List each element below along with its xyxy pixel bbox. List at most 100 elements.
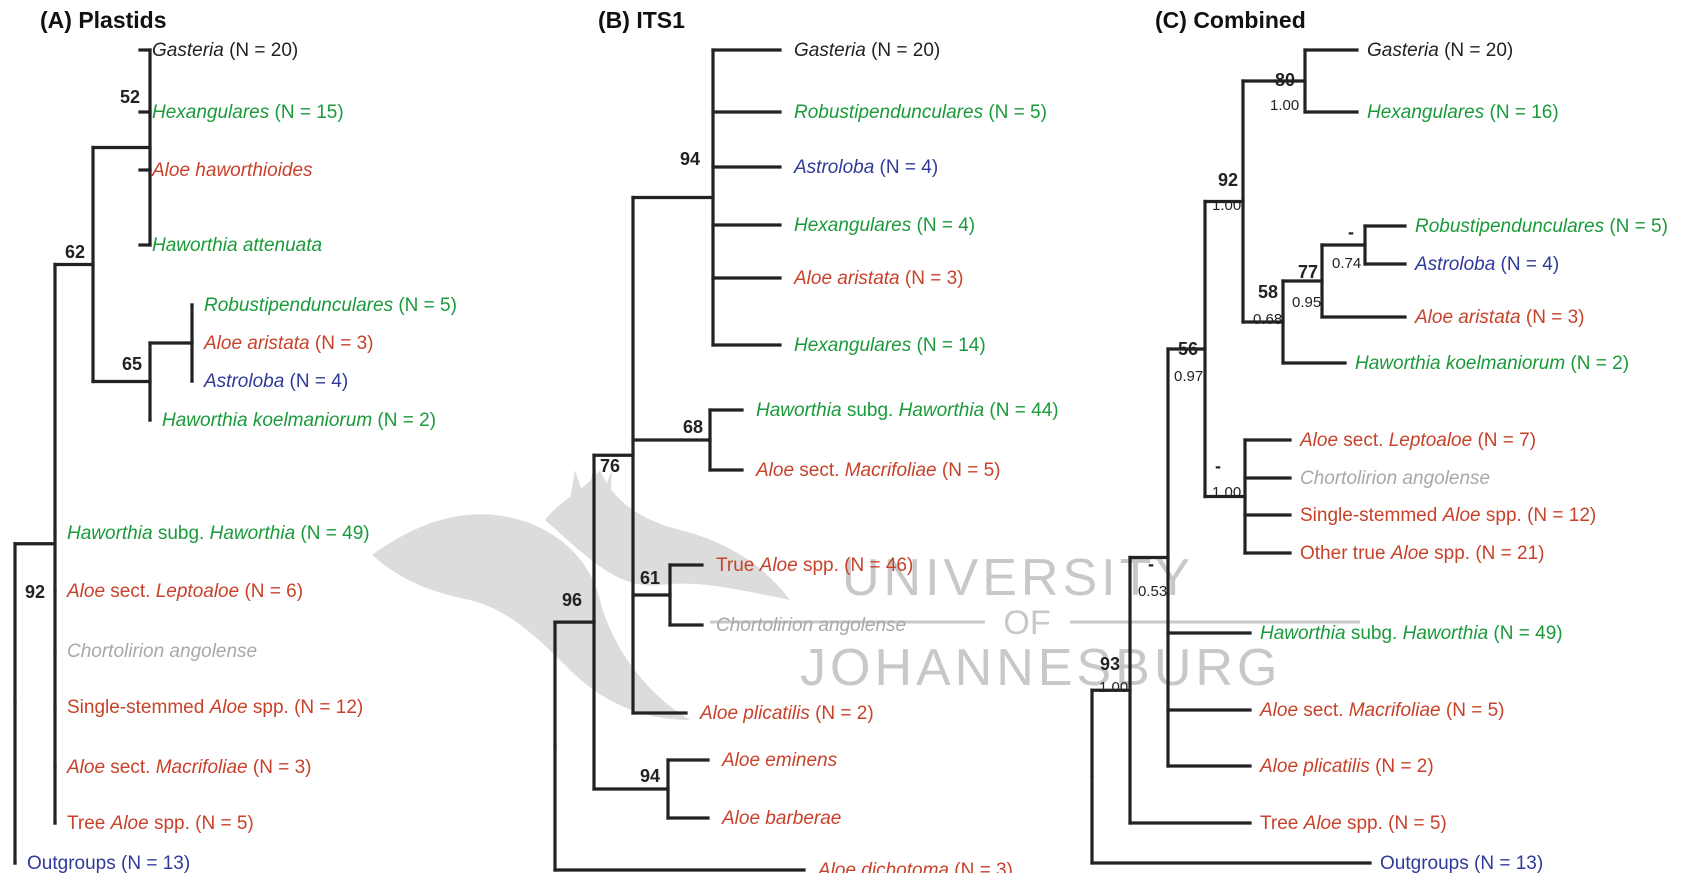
- watermark-line-2: OF: [1003, 604, 1050, 642]
- tip-label-part: Hexangulares: [152, 102, 270, 123]
- tip-label-part: (N = 15): [269, 102, 343, 123]
- tip-label-part: (N = 7): [1472, 430, 1536, 451]
- tip-label-part: Haworthia: [1260, 623, 1346, 644]
- combined-tip-c_tree: Tree Aloe spp. (N = 5): [1260, 813, 1447, 834]
- tip-label-part: (N = 3): [949, 860, 1013, 873]
- combined-posterior-c_n93: 1.00: [1099, 679, 1128, 696]
- tip-label-part: Hexangulares: [1367, 102, 1485, 123]
- plastids-tip-a_hatt: Haworthia attenuata: [152, 235, 322, 256]
- its1-tip-b_ast: Astroloba (N = 4): [793, 157, 938, 178]
- tip-label-part: Aloe aristata: [793, 268, 900, 289]
- tip-label-part: (N = 5): [393, 295, 457, 316]
- tip-label-part: (N = 2): [1370, 756, 1434, 777]
- its1-bootstrap-b_n94b: 94: [640, 766, 660, 786]
- combined-bootstrap-c_n93: 93: [1100, 654, 1120, 674]
- plastids-bootstrap-a_n92: 92: [25, 582, 45, 602]
- combined-posterior-c_n58: 0.68: [1253, 311, 1282, 328]
- tip-label-part: (N = 4): [284, 371, 348, 392]
- combined-posterior-c_n56: 0.97: [1174, 368, 1203, 385]
- tip-label-part: sect.: [794, 460, 845, 481]
- tip-label-part: Haworthia: [67, 523, 153, 544]
- tip-label-part: (N = 3): [248, 757, 312, 778]
- combined-tip-c_oth: Other true Aloe spp. (N = 21): [1300, 543, 1545, 564]
- tip-label-part: Gasteria: [1367, 40, 1439, 61]
- tip-label-part: Haworthia: [899, 400, 985, 421]
- tip-label-part: Hexangulares: [794, 335, 912, 356]
- plastids-tip-a_hsub: Haworthia subg. Haworthia (N = 49): [67, 523, 370, 544]
- its1-tip-b_hex14: Hexangulares (N = 14): [794, 335, 986, 356]
- combined-bootstrap-c_n80: 80: [1275, 70, 1295, 90]
- tip-label-part: Macrifoliae: [156, 757, 248, 778]
- tip-label-part: (N = 20): [1439, 40, 1513, 61]
- combined-posterior-c_ndash1: 0.74: [1332, 255, 1361, 272]
- combined-tip-c_amac: Aloe sect. Macrifoliae (N = 5): [1259, 700, 1504, 721]
- plastids-tip-a_rob: Robustipendunculares (N = 5): [204, 295, 457, 316]
- tip-label-part: (N = 5): [1441, 700, 1505, 721]
- tip-label-part: Haworthia: [210, 523, 296, 544]
- tip-label-part: subg.: [1346, 623, 1403, 644]
- combined-tip-c_cho: Chortolirion angolense: [1300, 468, 1490, 489]
- combined-bootstrap-c_ndash2: -: [1215, 456, 1221, 476]
- panel-c-title: (C) Combined: [1155, 7, 1306, 33]
- combined-tip-c_hsub: Haworthia subg. Haworthia (N = 49): [1260, 623, 1563, 644]
- combined-posterior-c_n80: 1.00: [1270, 97, 1299, 114]
- tip-label-part: (N = 5): [937, 460, 1001, 481]
- tip-label-part: (N = 2): [1565, 353, 1629, 374]
- combined-posterior-c_n92: 1.00: [1212, 197, 1241, 214]
- plastids-tip-a_tree: Tree Aloe spp. (N = 5): [67, 813, 254, 834]
- tip-label-part: Haworthia attenuata: [152, 235, 322, 256]
- plastids-tip-a_alep: Aloe sect. Leptoaloe (N = 6): [66, 581, 303, 602]
- tip-label-part: (N = 3): [1521, 307, 1585, 328]
- combined-tip-c_alep: Aloe sect. Leptoaloe (N = 7): [1299, 430, 1536, 451]
- tip-label-part: Tree: [1260, 813, 1304, 834]
- plastids-tip-a_out: Outgroups (N = 13): [27, 853, 190, 873]
- its1-tip-b_gas: Gasteria (N = 20): [794, 40, 940, 61]
- tip-label-part: Haworthia koelmaniorum: [1355, 353, 1565, 374]
- combined-posterior-c_n77: 0.95: [1292, 294, 1321, 311]
- tree-branches: [13, 48, 1407, 872]
- tip-label-part: Astroloba: [793, 157, 874, 178]
- plastids-tip-a_gas: Gasteria (N = 20): [152, 40, 298, 61]
- tip-label-part: Hexangulares: [794, 215, 912, 236]
- combined-posterior-c_ndash3: 0.53: [1138, 583, 1167, 600]
- panel-a-title: (A) Plastids: [40, 7, 167, 33]
- tip-label-part: (N = 49): [295, 523, 369, 544]
- tip-label-part: Aloe plicatilis: [1259, 756, 1370, 777]
- tip-label-part: Robustipendunculares: [1415, 216, 1605, 237]
- tip-label-part: Leptoaloe: [156, 581, 239, 602]
- tip-label-part: Aloe haworthioides: [151, 160, 313, 181]
- tip-label-part: Aloe: [1303, 813, 1342, 834]
- combined-tip-c_sst: Single-stemmed Aloe spp. (N = 12): [1300, 505, 1596, 526]
- its1-tip-b_rob: Robustipendunculares (N = 5): [794, 102, 1047, 123]
- tip-label-part: spp. (N = 46): [798, 555, 914, 576]
- watermark-line-3: JOHANNESBURG: [800, 639, 1281, 697]
- tip-label-part: (N = 16): [1484, 102, 1558, 123]
- tip-label-part: Aloe: [1390, 543, 1429, 564]
- tip-label-part: Single-stemmed: [67, 697, 210, 718]
- tip-label-part: Chortolirion angolense: [716, 615, 906, 636]
- tip-label-part: Aloe eminens: [721, 750, 838, 771]
- plastids-bootstrap-a_n52: 52: [120, 87, 140, 107]
- tip-label-part: Haworthia koelmaniorum: [162, 410, 372, 431]
- tip-label-part: (N = 20): [866, 40, 940, 61]
- combined-bootstrap-c_n77: 77: [1298, 262, 1318, 282]
- combined-tip-c_hex: Hexangulares (N = 16): [1367, 102, 1559, 123]
- tip-label-part: Haworthia: [1403, 623, 1489, 644]
- its1-bootstrap-b_n94a: 94: [680, 149, 700, 169]
- plastids-tip-a_ahaw: Aloe haworthioides: [151, 160, 313, 181]
- tip-label-part: (N = 4): [874, 157, 938, 178]
- tip-label-part: spp. (N = 21): [1429, 543, 1545, 564]
- its1-tip-b_amac: Aloe sect. Macrifoliae (N = 5): [755, 460, 1000, 481]
- tip-label-part: Aloe: [755, 460, 794, 481]
- tip-label-part: Aloe: [1442, 505, 1481, 526]
- plastids-tip-a_hko: Haworthia koelmaniorum (N = 2): [162, 410, 436, 431]
- its1-bootstrap-b_n68: 68: [683, 417, 703, 437]
- tip-label-part: True: [716, 555, 760, 576]
- tip-label-part: Astroloba: [1414, 254, 1495, 275]
- combined-tip-c_aar: Aloe aristata (N = 3): [1414, 307, 1585, 328]
- tip-label-part: (N = 4): [911, 215, 975, 236]
- tip-label-part: Aloe barberae: [721, 808, 841, 829]
- its1-tip-b_aba: Aloe barberae: [721, 808, 841, 829]
- its1-tip-b_hsub: Haworthia subg. Haworthia (N = 44): [756, 400, 1059, 421]
